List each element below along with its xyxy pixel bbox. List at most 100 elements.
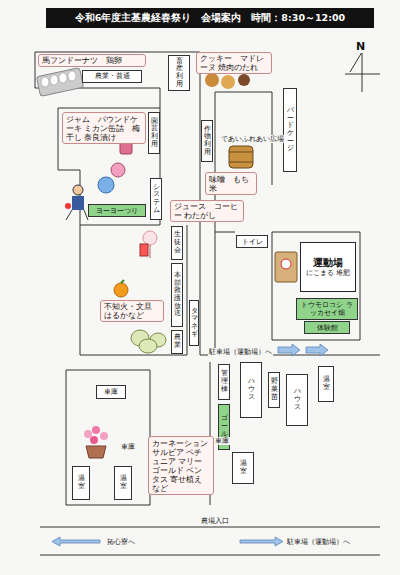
building-box: 畜産利用 [168, 55, 190, 91]
label-text: 車庫 [120, 443, 136, 451]
map-label: 車庫 [120, 442, 136, 452]
node-text: 温室 [323, 376, 330, 391]
node-text: 車庫 [104, 388, 118, 396]
node-text: 味噌 もち米 [209, 175, 253, 193]
node-text: 農業 [174, 334, 181, 349]
citrus [114, 280, 128, 297]
node-text: 園芸利用 [151, 118, 158, 149]
callout-box: 不知火・文旦 はるかなど [100, 300, 164, 322]
ground-outline [272, 232, 360, 340]
onions [131, 330, 166, 353]
label-text: 車庫 [214, 437, 230, 445]
callout-box: 馬フンドーナツ 鶏卵 [38, 54, 146, 67]
node-text: 作物利用 [204, 126, 211, 157]
callout-box: クッキー マドレーヌ 焼肉のたれ [196, 52, 272, 74]
callout-box: 味噌 もち米 [205, 172, 257, 195]
node-text: ジャム パウンドケーキ ミカン缶詰 梅干し 奈良漬け [66, 115, 142, 142]
map-label: 駐車場（運動場）へ [208, 347, 273, 357]
label-text: であいふれあい広場 [220, 135, 285, 143]
node-text: 野菜苗 [271, 378, 278, 401]
callout-box: カーネーション サルビア ペチュニア マリーゴールド ベンタス 寄せ植えなど [148, 436, 214, 495]
road-line [58, 88, 160, 225]
node-text: 馬フンドーナツ 鶏卵 [42, 56, 122, 65]
road-line [40, 555, 380, 556]
node-text: システム [153, 184, 160, 215]
building-box: バードケージ [283, 88, 297, 172]
building-box: 本部救護放送 [171, 263, 183, 327]
node-text: ハウス [294, 388, 301, 411]
building-box: 温室 [114, 466, 132, 500]
north-arrow [345, 52, 380, 92]
node-text: 農業・普通 [95, 72, 130, 80]
road-line [35, 52, 160, 88]
building-box: 園芸利用 [148, 112, 160, 154]
label-text: 拓心寮へ [106, 538, 136, 546]
label-text: 駐車場（運動場）へ [286, 538, 351, 546]
node-text: 本部救護放送 [174, 272, 181, 318]
cookies [205, 73, 250, 89]
cotton-candy [140, 231, 157, 258]
map-label: 駐車場（運動場）へ [286, 537, 351, 547]
node-text: クッキー マドレーヌ 焼肉のたれ [200, 54, 268, 72]
building-box: 温室 [232, 452, 254, 484]
direction-arrows [52, 344, 328, 546]
node-text: 不知火・文旦 はるかなど [104, 302, 160, 320]
building-box: ハウス [240, 362, 262, 418]
building-box: 運動場にこまる 堆肥 [300, 242, 356, 292]
building-box: 生徒会 [171, 226, 183, 260]
label-text: N [355, 40, 366, 53]
node-text: 体験館 [317, 324, 338, 332]
yoyo-person [65, 185, 88, 220]
title-text: 令和6年度主基農経春祭り 会場案内 時間：8:30～12:00 [75, 12, 345, 25]
label-text: 駐車場（運動場）へ [208, 348, 273, 356]
node-text: トウモロコシ ラッカセイ畑 [299, 301, 355, 318]
building-box: 体験館 [304, 321, 350, 334]
building-box: 野菜苗 [268, 372, 280, 408]
node-text: バードケージ [287, 107, 294, 153]
building-box: トウモロコシ ラッカセイ畑 [296, 298, 358, 320]
road-line [40, 527, 380, 528]
road-line [66, 370, 150, 505]
map-label: 農場入口 [200, 516, 230, 526]
building-box: ハウス [286, 374, 308, 426]
callout-box: ジャム パウンドケーキ ミカン缶詰 梅干し 奈良漬け [62, 112, 146, 144]
building-box: 温室 [318, 366, 334, 402]
building-box: 車庫 [96, 385, 126, 399]
node-text: ヨーヨーつり [96, 207, 138, 215]
building-box: 温室 [72, 466, 90, 500]
node-text: トイレ [242, 238, 263, 246]
road-line [200, 232, 201, 355]
node-text: にこまる 堆肥 [306, 269, 350, 277]
building-box: システム [150, 178, 162, 220]
callout-box: ジュース コーヒー わたがし [170, 200, 244, 222]
map-label: N [355, 40, 366, 53]
building-box: タマネギ [189, 300, 199, 346]
node-text: 温室 [240, 460, 247, 475]
node-text: ゴール [221, 415, 228, 438]
label-text: 農場入口 [200, 517, 230, 525]
flower-pot [84, 426, 108, 458]
node-text: 運動場 [313, 257, 343, 269]
node-text: 温室 [78, 475, 85, 490]
node-text: ハウス [248, 378, 255, 401]
node-text: ジュース コーヒー わたがし [174, 202, 240, 220]
compost-bag [275, 252, 297, 282]
building-box: ヨーヨーつり [88, 204, 146, 217]
node-text: タマネギ [191, 308, 198, 339]
jam-jars [98, 140, 132, 193]
node-text: 畜産利用 [176, 58, 183, 89]
building-box: トイレ [236, 235, 268, 248]
egg-carton [36, 68, 83, 97]
miso-barrel [229, 146, 253, 168]
node-text: カーネーション サルビア ペチュニア マリーゴールド ベンタス 寄せ植えなど [152, 439, 210, 493]
node-text: 生徒会 [174, 231, 181, 254]
building-box: 農業・普通 [82, 70, 142, 83]
map-label: であいふれあい広場 [220, 134, 285, 144]
building-box: 管理棟 [218, 364, 230, 400]
road-line [66, 370, 150, 505]
building-box: 農業 [171, 330, 183, 354]
map-title: 令和6年度主基農経春祭り 会場案内 時間：8:30～12:00 [46, 8, 374, 28]
node-text: 管理棟 [221, 370, 228, 393]
map-label: 拓心寮へ [106, 537, 136, 547]
